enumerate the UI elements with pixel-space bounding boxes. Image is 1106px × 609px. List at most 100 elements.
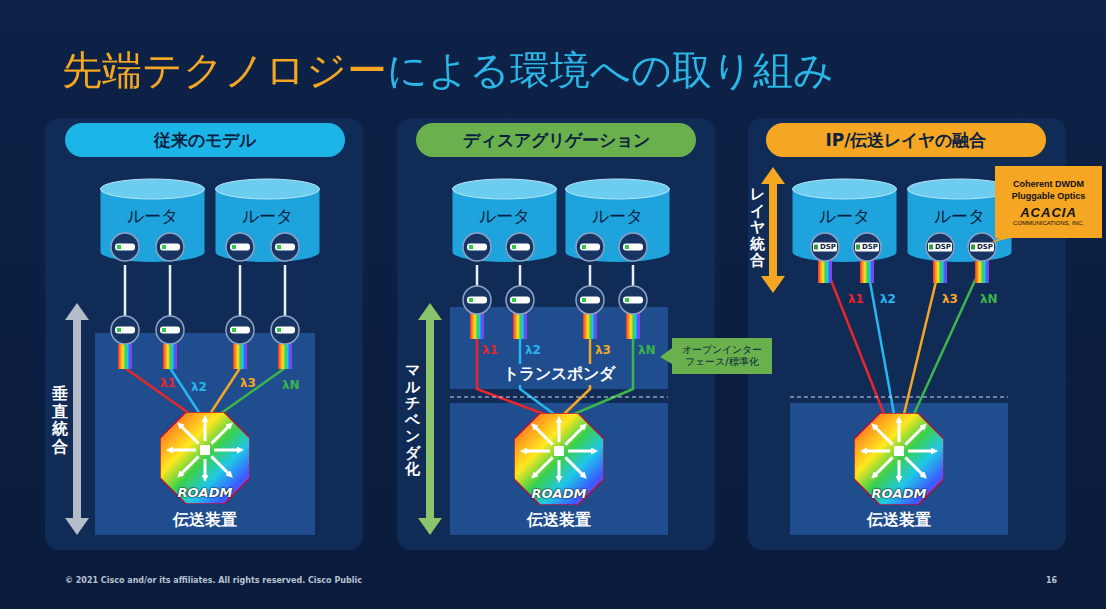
- decoration: [160, 244, 180, 251]
- panel-header: 従来のモデル: [65, 123, 345, 157]
- decoration: [233, 344, 247, 369]
- decoration: [469, 298, 473, 302]
- roadm-octagon: ROADM: [514, 413, 604, 505]
- panel-header: IP/伝送レイヤの融合: [766, 123, 1046, 157]
- decoration: [162, 328, 166, 332]
- decoration: [793, 179, 897, 199]
- decoration: [975, 259, 989, 283]
- decoration: [623, 297, 643, 304]
- decoration: [226, 233, 254, 261]
- decoration: [211, 425, 230, 444]
- wavelength-fiber: [564, 389, 590, 414]
- callout-box-label: オープンインター フェース/標準化: [678, 344, 766, 369]
- router-cylinder-label: ルータ: [592, 205, 643, 228]
- wavelength-fiber: [520, 389, 554, 414]
- decoration: [625, 245, 629, 249]
- router-cylinder-label: ルータ: [479, 205, 530, 228]
- router-cylinder-label: ルータ: [819, 205, 870, 228]
- decoration: [101, 189, 205, 262]
- decoration: [204, 459, 207, 478]
- equipment-box-label: 伝送装置: [173, 510, 237, 531]
- decoration: [874, 457, 893, 476]
- router-cylinder-label: ルータ: [127, 205, 178, 228]
- decoration: [65, 303, 89, 320]
- decoration: [933, 259, 947, 283]
- wavelength-label: λN: [282, 378, 300, 392]
- panel-header: ディスアグリゲーション: [416, 123, 696, 157]
- decoration: [115, 327, 135, 334]
- decoration: [160, 412, 250, 504]
- decoration: [216, 179, 320, 199]
- decoration: [271, 316, 299, 344]
- axis-label: マルチベンダ化: [405, 362, 420, 478]
- decoration: [565, 457, 584, 476]
- router-cylinder-label: ルータ: [242, 205, 293, 228]
- decoration: [226, 316, 254, 344]
- decoration: [467, 297, 487, 304]
- decoration: [510, 244, 530, 251]
- decoration: [506, 286, 534, 314]
- dsp-label: DSP: [862, 243, 878, 251]
- decoration: [619, 233, 647, 261]
- roadm-octagon-label: ROADM: [872, 486, 927, 501]
- decoration: [512, 298, 516, 302]
- callout-box: オープンインター フェース/標準化: [672, 338, 772, 374]
- decoration: [566, 179, 670, 199]
- roadm-octagon-label: ROADM: [178, 485, 233, 500]
- decoration: [558, 460, 561, 479]
- vendor-logo: ACACIA: [1020, 205, 1077, 220]
- decoration: [463, 233, 491, 261]
- equipment-fill: [450, 403, 668, 535]
- decoration: [860, 259, 874, 283]
- decoration: [162, 245, 166, 249]
- fiber-lines: [125, 338, 633, 414]
- equipment-fill: [790, 403, 1008, 535]
- equipment-box: 伝送装置 ROADM: [95, 333, 315, 535]
- decoration: [626, 313, 640, 339]
- wavelength-label: λN: [980, 292, 998, 306]
- router-cylinder: ルータ: [565, 178, 670, 265]
- decoration: [450, 397, 668, 398]
- panel: [45, 118, 363, 550]
- decoration: [204, 419, 207, 441]
- wavelength-label: λ2: [191, 380, 207, 394]
- equipment-box-label: 伝送装置: [867, 510, 931, 531]
- decoration: [101, 179, 205, 199]
- decoration: [576, 286, 604, 314]
- decoration: [277, 328, 281, 332]
- decoration: [818, 259, 832, 283]
- decoration: [111, 316, 139, 344]
- decoration: [853, 233, 881, 261]
- decoration: [230, 327, 250, 334]
- decoration: [180, 425, 199, 444]
- panel-header-label: IP/伝送レイヤの融合: [826, 129, 987, 152]
- wavelength-label: λ2: [525, 343, 541, 357]
- decoration: [278, 344, 292, 369]
- decoration: [855, 243, 879, 252]
- wavelength-label: λ3: [595, 343, 611, 357]
- decoration: [971, 245, 975, 250]
- decoration: [619, 286, 647, 314]
- decoration: [524, 450, 550, 453]
- decoration: [582, 298, 586, 302]
- wavelength-label: λ3: [942, 292, 958, 306]
- decoration: [271, 233, 299, 261]
- router-cylinder-label: ルータ: [934, 205, 985, 228]
- decoration: [514, 413, 604, 505]
- decoration: [156, 316, 184, 344]
- decoration: [813, 243, 837, 252]
- decoration: [216, 189, 320, 262]
- decoration: [170, 449, 196, 452]
- decoration: [908, 179, 1012, 199]
- decoration: [453, 189, 557, 262]
- wavelength-label: λ1: [482, 343, 498, 357]
- decoration: [513, 313, 527, 339]
- decoration: [125, 368, 190, 414]
- decoration: [908, 189, 1012, 262]
- decoration: [761, 276, 785, 293]
- decoration: [277, 245, 281, 249]
- decoration: [928, 243, 952, 252]
- decoration: [111, 233, 139, 261]
